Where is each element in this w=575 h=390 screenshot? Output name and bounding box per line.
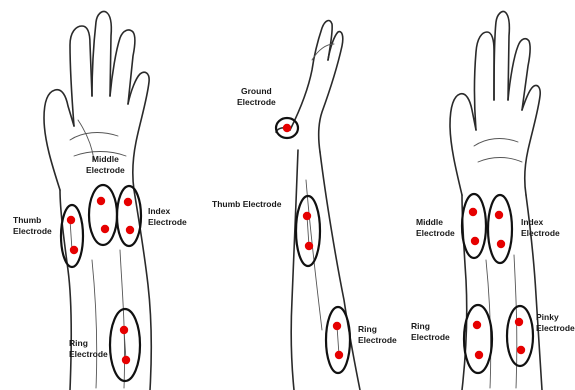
label-line: Ring bbox=[69, 338, 108, 349]
left-thumb-electrode-label: Thumb Electrode bbox=[13, 215, 52, 237]
label-line: Electrode bbox=[521, 228, 560, 239]
label-line: Electrode bbox=[411, 332, 450, 343]
right-arm-panel bbox=[450, 11, 542, 390]
label-line: Middle bbox=[416, 217, 455, 228]
right-ring-electrode bbox=[464, 305, 492, 373]
middle-ring-electrode-label: Ring Electrode bbox=[358, 324, 397, 346]
right-pinky-electrode-label: Pinky Electrode bbox=[536, 312, 575, 334]
label-line: Electrode bbox=[148, 217, 187, 228]
right-ring-electrode-label: Ring Electrode bbox=[411, 321, 450, 343]
label-line: Electrode bbox=[86, 165, 125, 176]
label-line: Middle bbox=[86, 154, 125, 165]
label-line: Thumb Electrode bbox=[212, 199, 281, 210]
label-line: Electrode bbox=[69, 349, 108, 360]
label-line: Electrode bbox=[358, 335, 397, 346]
right-index-electrode-label: Index Electrode bbox=[521, 217, 560, 239]
right-index-electrode bbox=[488, 195, 512, 263]
label-line: Electrode bbox=[416, 228, 455, 239]
middle-thumb-electrode-label: Thumb Electrode bbox=[212, 199, 281, 210]
label-line: Index bbox=[521, 217, 560, 228]
left-ring-electrode-label: Ring Electrode bbox=[69, 338, 108, 360]
left-index-electrode-label: Index Electrode bbox=[148, 206, 187, 228]
right-middle-electrode bbox=[462, 194, 486, 258]
right-middle-electrode-label: Middle Electrode bbox=[416, 217, 455, 239]
label-line: Pinky bbox=[536, 312, 575, 323]
left-middle-electrode bbox=[89, 185, 117, 245]
middle-ring-electrode bbox=[326, 307, 350, 373]
label-line: Electrode bbox=[536, 323, 575, 334]
label-line: Ring bbox=[358, 324, 397, 335]
label-line: Electrode bbox=[13, 226, 52, 237]
label-line: Electrode bbox=[237, 97, 276, 108]
left-arm-panel bbox=[44, 11, 151, 390]
label-line: Ring bbox=[411, 321, 450, 332]
label-line: Thumb bbox=[13, 215, 52, 226]
right-pinky-electrode bbox=[507, 306, 533, 366]
left-middle-electrode-label: Middle Electrode bbox=[86, 154, 125, 176]
middle-ground-electrode-label: Ground Electrode bbox=[237, 86, 276, 108]
left-ring-electrode bbox=[110, 309, 140, 381]
label-line: Index bbox=[148, 206, 187, 217]
middle-arm-sketch bbox=[276, 21, 360, 390]
label-line: Ground bbox=[237, 86, 276, 97]
middle-arm-panel bbox=[276, 21, 360, 390]
